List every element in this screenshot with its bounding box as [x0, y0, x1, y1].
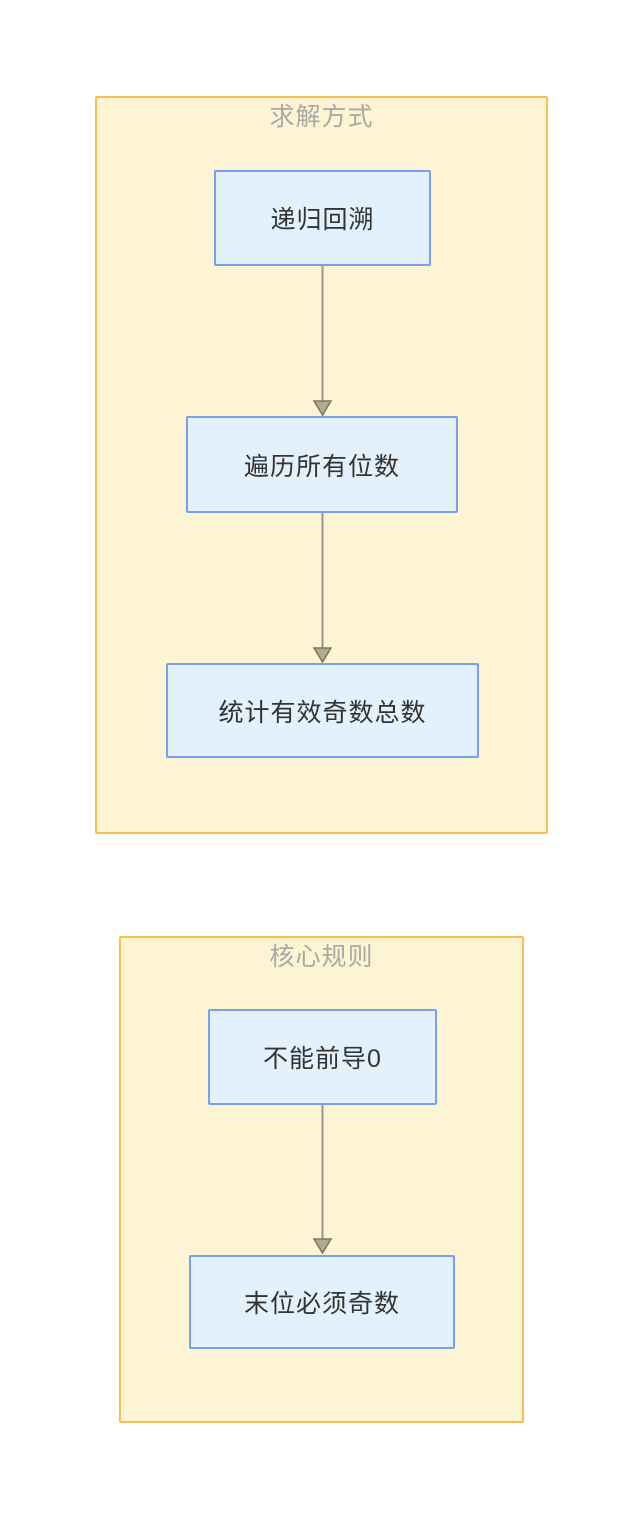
flow-node-recursive-backtracking: 递归回溯 — [214, 170, 431, 266]
flow-node-traverse-all-digits: 遍历所有位数 — [186, 416, 458, 513]
flow-node-no-leading-zero: 不能前导0 — [208, 1009, 437, 1105]
flow-node-last-digit-must-be-odd: 末位必须奇数 — [189, 1255, 455, 1349]
group-title-solution-method: 求解方式 — [269, 103, 374, 131]
group-title-core-rules: 核心规则 — [269, 943, 374, 971]
flow-node-count-valid-odd-numbers: 统计有效奇数总数 — [166, 663, 479, 758]
